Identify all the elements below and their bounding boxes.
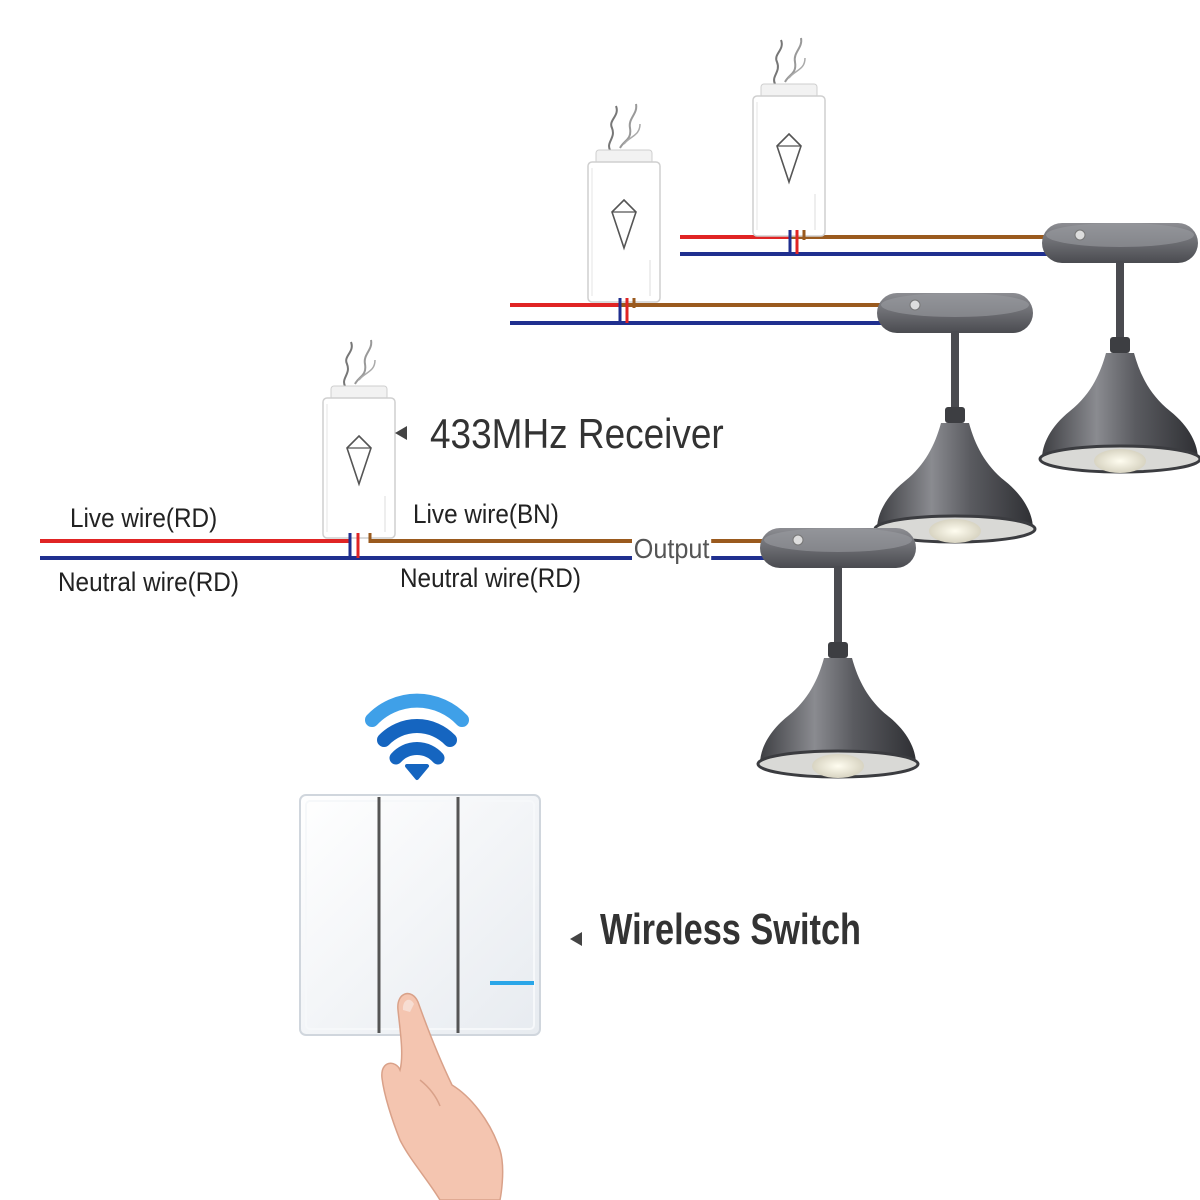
live-in-label: Live wire(RD) [70,503,218,533]
wireless-switch-label: Wireless Switch [600,905,862,954]
pendant-lamp-icon [873,291,1037,545]
wifi-signal-icon [365,693,469,780]
receiver-module-icon [752,37,826,237]
neutral-out-label: Neutral wire(RD) [400,563,581,593]
neutral-in-label: Neutral wire(RD) [58,567,239,597]
pendant-lamp-icon [756,526,920,780]
wireless-switch-panel[interactable] [299,794,541,1036]
output-label: Output [632,533,712,565]
pendant-lamp-icon [1038,221,1200,475]
receiver-module-icon [322,339,396,539]
circuit-top [680,37,1200,475]
receiver-pointer-icon [395,426,407,440]
receiver-module-icon [587,103,661,303]
circuit-middle [510,103,1037,545]
live-out-label: Live wire(BN) [413,499,559,529]
switch-pointer-icon [570,932,582,946]
receiver-label: 433MHz Receiver [430,410,724,457]
circuit-front [40,339,920,780]
